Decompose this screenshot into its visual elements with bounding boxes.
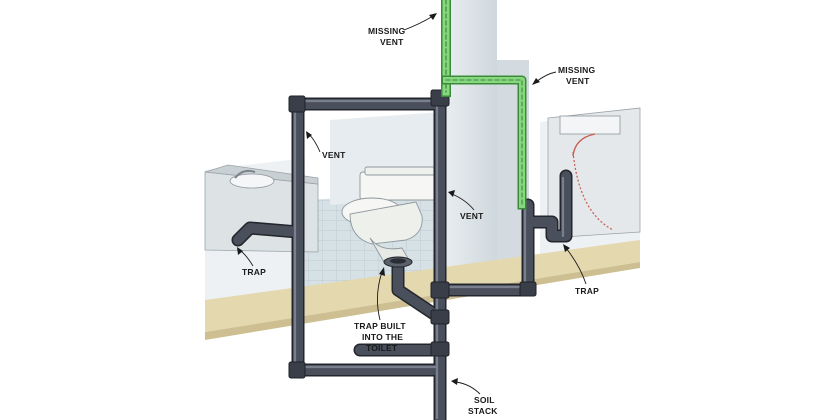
label-missing-vent-top-line1: MISSING: [368, 26, 405, 36]
toilet-bowl: [349, 201, 423, 245]
label-missing-vent-top-line2: VENT: [380, 37, 404, 47]
arrowhead-trap-left: [237, 247, 243, 255]
drain-vent-pipes: [231, 89, 573, 420]
fitting-right-elbow: [519, 281, 537, 297]
faucet-icon: [234, 169, 256, 179]
arrow-vent-center: [451, 193, 475, 211]
fitting-bottom-left: [288, 361, 306, 379]
label-soil-stack-line2: STACK: [468, 406, 498, 416]
label-soil-stack-line1: SOIL: [474, 395, 495, 405]
label-vent-left: VENT: [322, 150, 346, 160]
label-trap-toilet-line3: TOILET: [366, 343, 398, 353]
arrowhead-missing-vent-top: [429, 13, 437, 20]
right-sink: [559, 115, 621, 135]
arrow-trap-right: [565, 247, 587, 285]
fitting-branch: [430, 281, 450, 299]
toilet-tank-lid: [364, 166, 436, 176]
fitting-toilet-wye: [430, 309, 450, 325]
partition-wall: [445, 0, 497, 275]
arrowhead-trap-right: [563, 244, 570, 252]
missing-vent-right-dash: [445, 79, 523, 206]
labels: MISSING VENT MISSING VENT VENT VENT TRAP…: [237, 13, 599, 416]
label-trap-toilet-line2: INTO THE: [362, 332, 403, 342]
label-missing-vent-right-line1: MISSING: [558, 65, 595, 75]
arrow-missing-vent-top: [403, 15, 434, 31]
arrowhead-trap-toilet: [379, 267, 385, 276]
arrow-vent-left: [308, 133, 321, 153]
arrowhead-vent-left: [306, 131, 312, 139]
arrow-soil-stack: [455, 381, 481, 395]
left-sink-bowl: [229, 173, 275, 189]
fitting-lower: [430, 341, 450, 357]
arrow-trap-toilet: [377, 271, 383, 321]
label-trap-toilet-line1: TRAP BUILT: [354, 321, 406, 331]
fitting-top-left: [288, 95, 306, 113]
toilet: [341, 166, 439, 263]
arrowhead-soil-stack: [451, 378, 458, 385]
arrowhead-missing-vent-right: [532, 78, 540, 85]
missing-vent-lines: [441, 0, 527, 210]
toilet-tank: [359, 171, 439, 201]
label-trap-right: TRAP: [575, 286, 599, 296]
label-missing-vent-right-line2: VENT: [566, 76, 590, 86]
arrowhead-vent-center: [448, 190, 455, 197]
toilet-flange-opening: [390, 258, 406, 264]
label-trap-left: TRAP: [242, 267, 266, 277]
label-vent-center: VENT: [460, 211, 484, 221]
arrow-missing-vent-right: [535, 71, 557, 83]
